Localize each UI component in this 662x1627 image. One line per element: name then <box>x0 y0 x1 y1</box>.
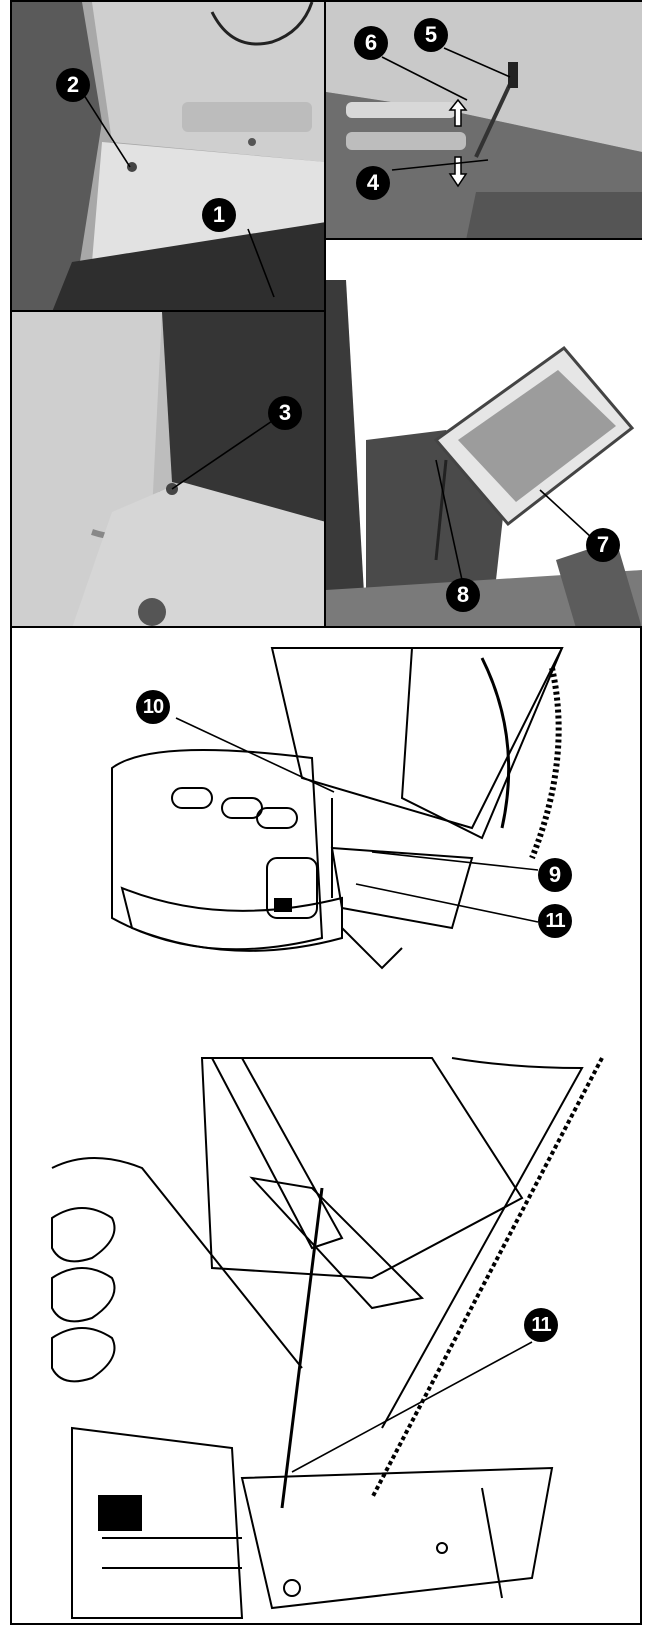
page-frame: 1 2 3 4 5 6 7 8 9 10 11 11 <box>10 0 642 1625</box>
callout-11-closeup: 11 <box>524 1308 558 1342</box>
callout-6: 6 <box>354 26 388 60</box>
callout-7: 7 <box>586 528 620 562</box>
up-arrow-icon <box>448 98 468 127</box>
photo-side-screw <box>12 312 326 628</box>
callout-11-hood: 11 <box>538 904 572 938</box>
callout-8: 8 <box>446 578 480 612</box>
callout-1: 1 <box>202 198 236 232</box>
callout-3: 3 <box>268 396 302 430</box>
callout-10: 10 <box>136 690 170 724</box>
photo-cab-floor <box>12 2 326 312</box>
photo-open-cover <box>326 240 642 628</box>
callout-9: 9 <box>538 858 572 892</box>
callout-5: 5 <box>414 18 448 52</box>
callout-4: 4 <box>356 166 390 200</box>
callout-2: 2 <box>56 68 90 102</box>
drawing-hood-open <box>12 628 642 1038</box>
